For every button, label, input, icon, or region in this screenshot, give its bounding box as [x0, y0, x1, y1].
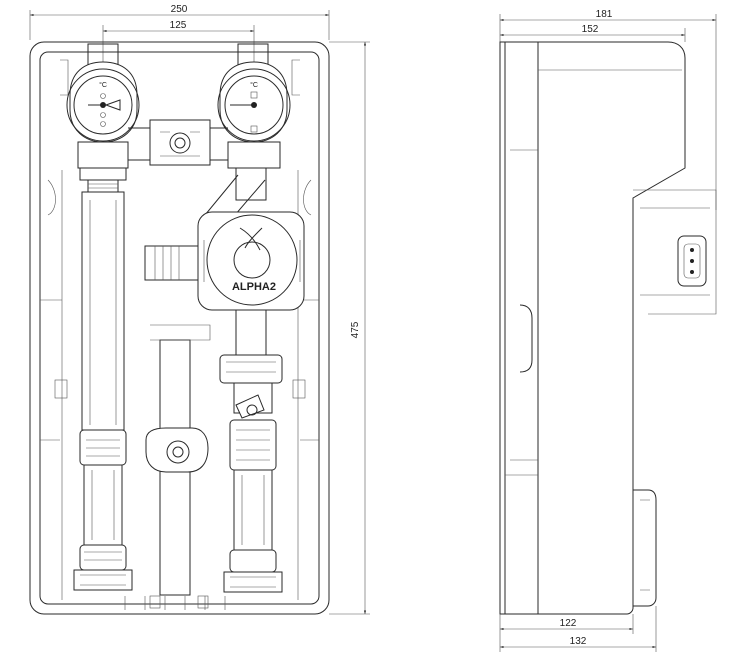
- pump: ALPHA2: [144, 211, 305, 311]
- dimension-bottom-inner: 122: [499, 614, 634, 652]
- dim-bottom-depth-label: 132: [570, 636, 587, 647]
- top-connectors: [87, 43, 269, 73]
- center-support: [145, 324, 211, 596]
- thermometer-right-unit: °C: [250, 81, 258, 89]
- thermometer-left: °C: [66, 61, 140, 143]
- valve-bodies-top: [77, 119, 281, 169]
- pipe-right: [219, 309, 283, 593]
- thermometer-right: °C: [217, 61, 291, 143]
- pipe-left: [73, 168, 133, 591]
- dim-top-depth-label: 181: [596, 9, 613, 20]
- dimension-height: 475: [329, 41, 370, 615]
- bracket-link: [203, 168, 267, 216]
- thermometer-left-unit: °C: [99, 81, 107, 89]
- side-view: 181 152: [499, 9, 717, 652]
- dimension-pipe-spacing: 125: [102, 20, 255, 75]
- dimension-bottom-depth: 132: [500, 606, 657, 652]
- dim-bottom-inner-label: 122: [560, 618, 577, 629]
- pump-label: ALPHA2: [232, 281, 276, 293]
- dim-pipe-spacing-label: 125: [170, 20, 187, 31]
- dim-height-label: 475: [350, 321, 361, 338]
- side-body: [499, 41, 717, 615]
- dimension-total-width: 250: [29, 4, 330, 40]
- dimension-top-depth: 181: [499, 9, 717, 210]
- front-view: 250 125 475: [29, 4, 370, 615]
- dim-total-width-label: 250: [171, 4, 188, 15]
- dim-top-inner-label: 152: [582, 24, 599, 35]
- dimension-top-inner: 152: [500, 24, 686, 42]
